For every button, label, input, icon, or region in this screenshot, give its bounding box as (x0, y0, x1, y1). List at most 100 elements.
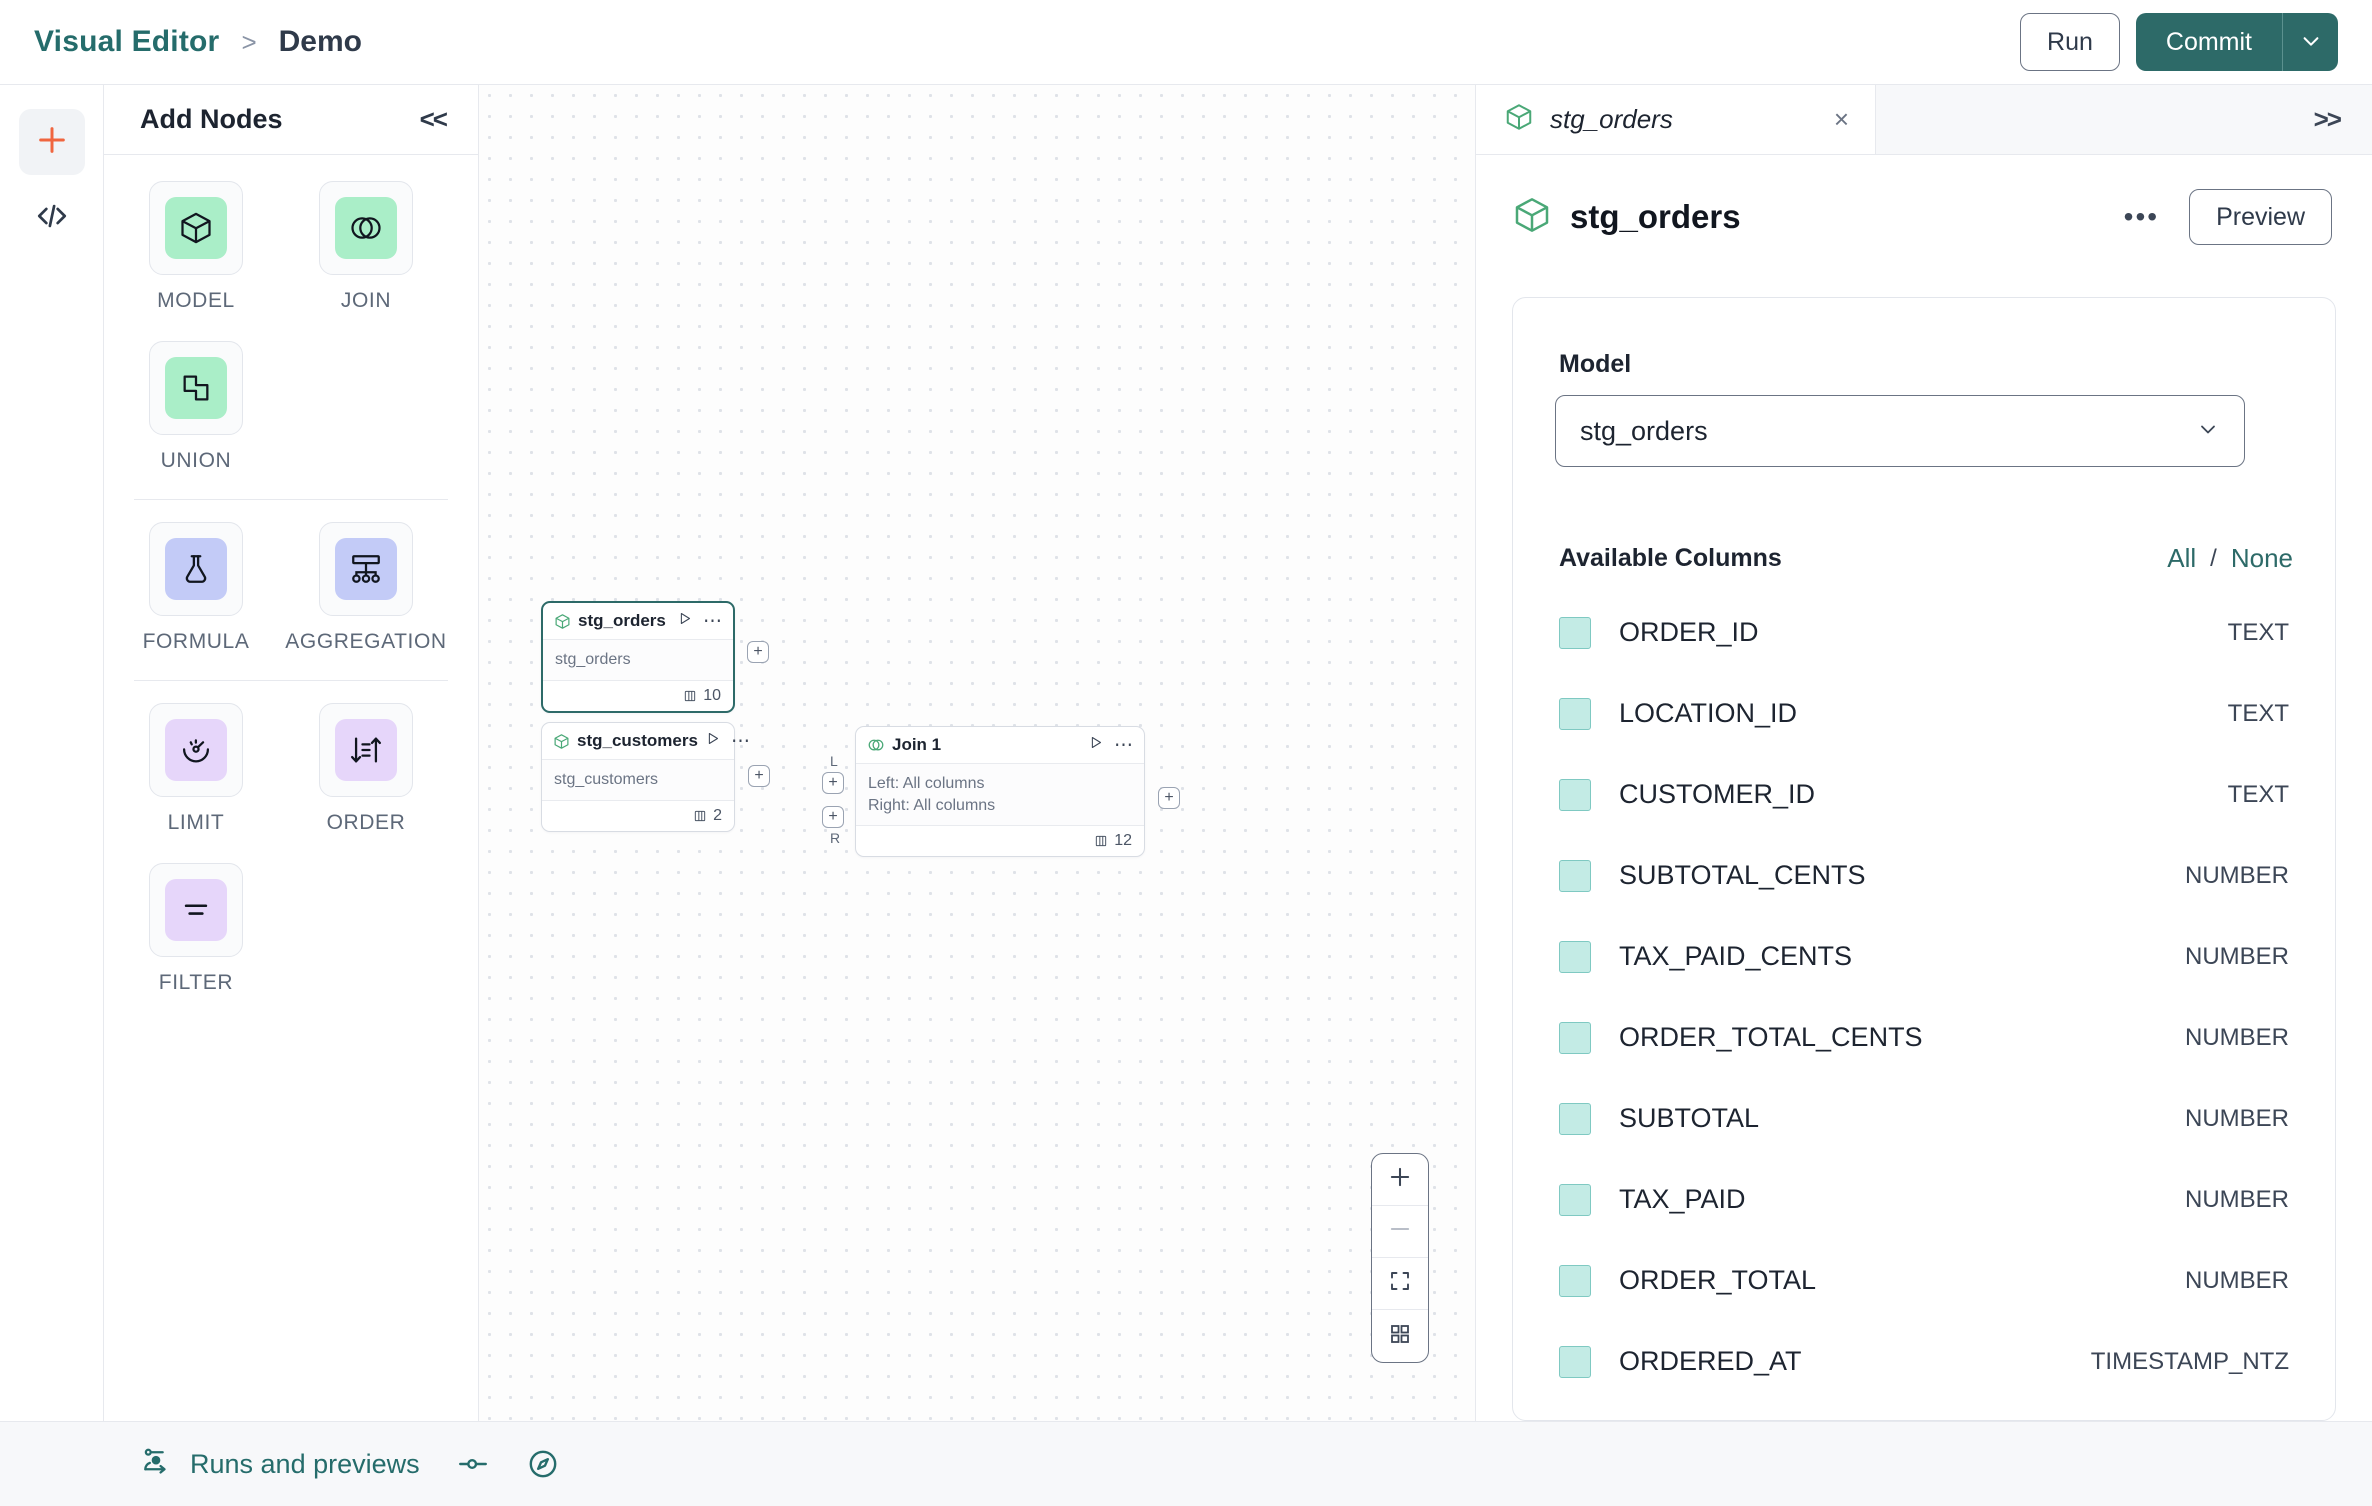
details-menu-icon[interactable]: ••• (2123, 201, 2160, 232)
chevron-down-icon (2196, 417, 2220, 446)
zoom-out-button[interactable] (1372, 1206, 1428, 1258)
column-checkbox[interactable] (1559, 1021, 1591, 1054)
details-tab-label: stg_orders (1550, 104, 1673, 134)
node-output-handle[interactable]: + (747, 641, 769, 663)
column-row[interactable]: ORDER_TOTAL_CENTS NUMBER (1541, 997, 2307, 1078)
expand-panel-icon[interactable]: >> (2313, 104, 2342, 134)
column-checkbox[interactable] (1559, 1102, 1591, 1135)
node-group-transforms: FORMULA AGGREGATION (126, 522, 456, 654)
node-output-handle[interactable]: + (748, 765, 770, 787)
preview-button[interactable]: Preview (2189, 189, 2332, 245)
add-node-rail-button[interactable] (18, 109, 85, 175)
column-row[interactable]: TAX_PAID_CENTS NUMBER (1541, 916, 2307, 997)
canvas-node-header: Join 1 ⋯ (856, 727, 1144, 764)
code-view-rail-button[interactable] (19, 185, 85, 251)
close-icon[interactable]: × (1833, 104, 1849, 134)
cube-icon (554, 613, 571, 630)
node-menu-icon[interactable]: ⋯ (703, 610, 723, 632)
commit-button[interactable]: Commit (2135, 13, 2282, 71)
column-checkbox[interactable] (1559, 616, 1591, 649)
join-right-input-handle[interactable]: + (822, 806, 844, 828)
runs-and-previews-button[interactable]: Runs and previews (140, 1445, 420, 1484)
node-menu-icon[interactable]: ⋯ (1114, 734, 1134, 756)
column-name: SUBTOTAL_CENTS (1619, 860, 1866, 890)
column-row[interactable]: SUBTOTAL NUMBER (1541, 1078, 2307, 1159)
column-type: NUMBER (2184, 1266, 2289, 1294)
compass-icon[interactable] (526, 1447, 560, 1481)
canvas-node-footer: 12 (856, 826, 1144, 856)
column-name: SUBTOTAL (1619, 1103, 1760, 1133)
breadcrumb-root[interactable]: Visual Editor (34, 25, 220, 58)
run-node-icon[interactable] (1088, 735, 1103, 755)
node-type-union[interactable]: UNION (126, 341, 266, 473)
column-type: NUMBER (2184, 1185, 2289, 1213)
cube-icon (553, 733, 570, 750)
runs-icon (140, 1445, 172, 1484)
commit-dropdown-button[interactable] (2282, 13, 2338, 71)
column-name: CUSTOMER_ID (1619, 779, 1816, 809)
node-type-filter[interactable]: FILTER (126, 863, 266, 995)
column-checkbox[interactable] (1559, 697, 1591, 730)
column-row[interactable]: ORDERED_AT TIMESTAMP_NTZ (1541, 1321, 2307, 1402)
select-links-separator: / (2210, 544, 2217, 572)
collapse-panel-icon[interactable]: << (419, 104, 448, 134)
flow-canvas[interactable]: stg_orders ⋯ stg_orders 10 + (479, 85, 1476, 1421)
column-row[interactable]: LOCATION_ID TEXT (1541, 673, 2307, 754)
column-checkbox[interactable] (1559, 1183, 1591, 1216)
slider-icon[interactable] (456, 1447, 490, 1481)
fit-view-icon (1388, 1269, 1412, 1298)
node-group-refiners: LIMIT ORDER (126, 703, 456, 995)
select-none-link[interactable]: None (2230, 543, 2293, 573)
cube-icon (1504, 102, 1534, 137)
node-type-filter-label: FILTER (158, 971, 234, 994)
column-checkbox[interactable] (1559, 1345, 1591, 1378)
column-checkbox[interactable] (1559, 859, 1591, 892)
code-icon (35, 199, 69, 238)
column-type: TEXT (2227, 780, 2289, 808)
toggle-grid-button[interactable] (1372, 1310, 1428, 1362)
node-type-limit[interactable]: LIMIT (126, 703, 266, 835)
canvas-node-body: stg_customers (542, 760, 734, 801)
node-type-aggregation[interactable]: AGGREGATION (285, 522, 446, 654)
join-left-input-handle[interactable]: + (822, 772, 844, 794)
run-node-icon[interactable] (705, 731, 720, 751)
run-button[interactable]: Run (2020, 13, 2120, 71)
node-output-handle[interactable]: + (1158, 787, 1180, 809)
canvas-node-footer: 10 (543, 681, 733, 711)
node-type-model[interactable]: MODEL (126, 181, 266, 313)
column-name: TAX_PAID_CENTS (1619, 941, 1853, 971)
canvas-node-stg-orders[interactable]: stg_orders ⋯ stg_orders 10 + (541, 601, 769, 713)
columns-icon (693, 809, 707, 823)
column-row[interactable]: SUBTOTAL_CENTS NUMBER (1541, 835, 2307, 916)
column-checkbox[interactable] (1559, 940, 1591, 973)
column-row[interactable]: ORDER_ID TEXT (1541, 592, 2307, 673)
details-card: Model stg_orders Available Columns All /… (1512, 297, 2336, 1421)
commit-button-group: Commit (2135, 13, 2338, 71)
column-checkbox[interactable] (1559, 778, 1591, 811)
canvas-node-footer: 2 (542, 801, 734, 831)
fit-view-button[interactable] (1372, 1258, 1428, 1310)
column-row[interactable]: ORDER_TOTAL NUMBER (1541, 1240, 2307, 1321)
details-tab-stg-orders[interactable]: stg_orders × (1476, 85, 1876, 154)
zoom-in-button[interactable] (1372, 1154, 1428, 1206)
select-all-link[interactable]: All (2167, 543, 2197, 573)
canvas-node-column-count: 12 (1114, 832, 1132, 850)
model-select[interactable]: stg_orders (1555, 395, 2245, 467)
join-left-handle-tag: L (830, 753, 838, 769)
column-name: ORDER_TOTAL (1619, 1265, 1817, 1295)
column-checkbox[interactable] (1559, 1264, 1591, 1297)
node-type-join[interactable]: JOIN (296, 181, 436, 313)
run-node-icon[interactable] (677, 611, 692, 631)
node-type-order[interactable]: ORDER (296, 703, 436, 835)
node-menu-icon[interactable]: ⋯ (730, 730, 751, 752)
column-type: NUMBER (2184, 861, 2289, 889)
filter-icon (165, 879, 227, 941)
column-row[interactable]: TAX_PAID NUMBER (1541, 1159, 2307, 1240)
column-row[interactable]: CUSTOMER_ID TEXT (1541, 754, 2307, 835)
node-type-join-tile (319, 181, 413, 275)
join-left-summary: Left: All columns (868, 775, 985, 792)
node-type-formula[interactable]: FORMULA (126, 522, 266, 654)
canvas-node-join-1[interactable]: Join 1 ⋯ Left: All columns Right: All co… (822, 726, 1180, 858)
canvas-node-stg-customers[interactable]: stg_customers ⋯ stg_customers 2 + (541, 722, 770, 832)
plus-icon (1387, 1164, 1413, 1195)
